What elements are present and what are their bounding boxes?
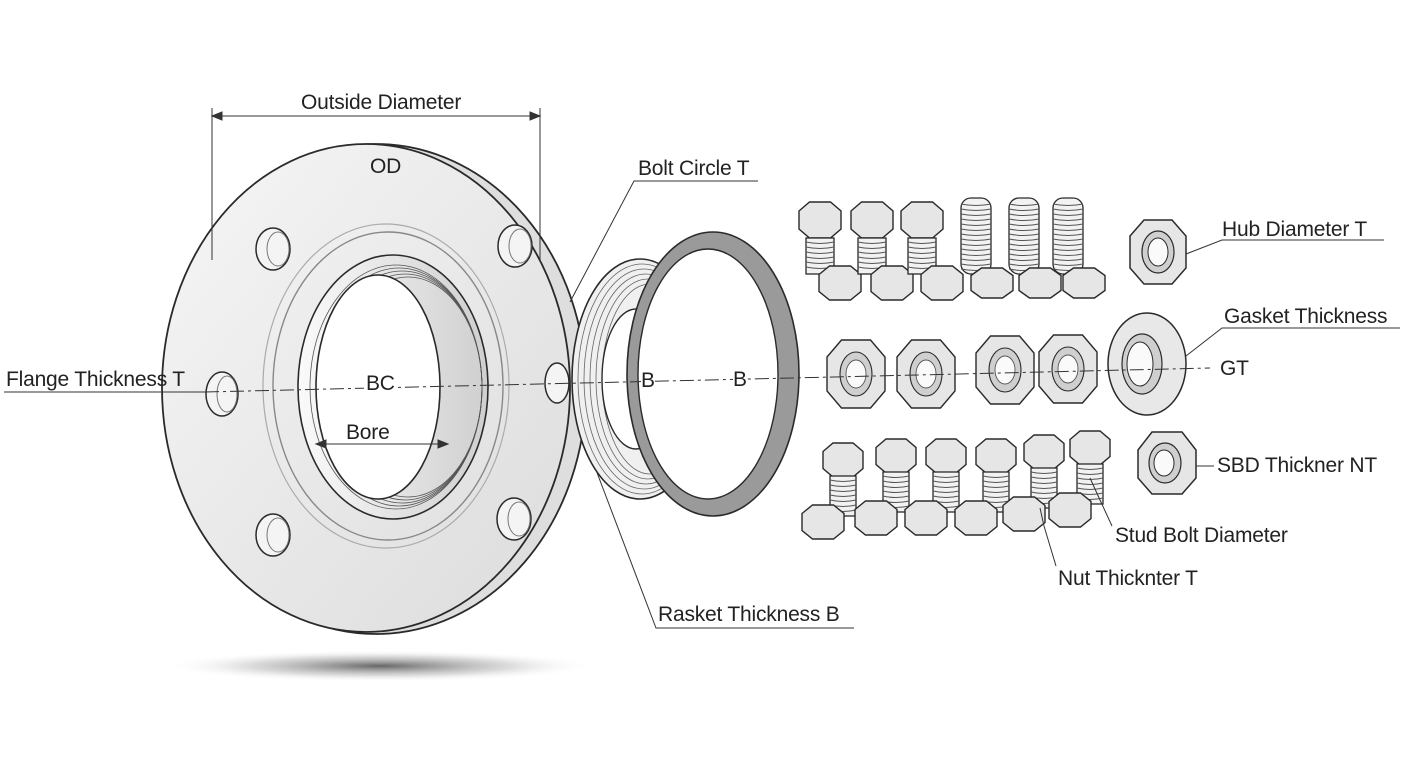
hex-bolt bbox=[1052, 197, 1106, 299]
hex-bolt bbox=[900, 201, 964, 301]
bolt-circle-label: Bolt Circle T bbox=[638, 157, 750, 180]
bc-label: BC bbox=[364, 372, 397, 395]
top-row-bolts bbox=[798, 197, 1106, 301]
stud-bolt bbox=[801, 442, 864, 540]
sbd-nut bbox=[1137, 431, 1197, 495]
stud-bolt bbox=[1002, 434, 1065, 532]
stud-bolt bbox=[954, 438, 1017, 536]
hex-bolt bbox=[960, 197, 1014, 299]
middle-row-nuts bbox=[826, 334, 1098, 409]
hex-nut bbox=[975, 335, 1035, 405]
gt-label: GT bbox=[1220, 357, 1249, 380]
gasket-ring bbox=[626, 231, 800, 517]
od-label: OD bbox=[370, 155, 402, 178]
outside-diameter-label: Outside Diameter bbox=[301, 91, 462, 114]
bottom-row-stud-bolts bbox=[801, 430, 1111, 540]
hex-bolt bbox=[1008, 197, 1062, 299]
b-label-right: B bbox=[733, 368, 747, 391]
sbd-thickner-label: SBD Thickner NT bbox=[1217, 454, 1377, 477]
stud-bolt bbox=[904, 438, 967, 536]
gasket-washer bbox=[1107, 312, 1187, 416]
rasket-thickness-label: Rasket Thickness B bbox=[658, 603, 840, 626]
nut-thicknter-label: Nut Thicknter T bbox=[1058, 567, 1198, 590]
flange-shadow bbox=[165, 650, 595, 682]
gasket-thickness-label: Gasket Thickness bbox=[1224, 305, 1388, 328]
bore-label: Bore bbox=[346, 421, 390, 444]
hex-bolt bbox=[798, 201, 862, 301]
b-label-left: B bbox=[641, 369, 655, 392]
hub-nut bbox=[1129, 219, 1187, 285]
stud-bolt bbox=[854, 438, 917, 536]
dimension-lines bbox=[4, 108, 1400, 629]
hex-nut bbox=[826, 339, 886, 409]
flange-thickness-label: Flange Thickness T bbox=[6, 368, 185, 391]
stud-bolt-diameter-label: Stud Bolt Diameter bbox=[1115, 524, 1288, 547]
hex-bolt bbox=[850, 201, 914, 301]
hex-nut bbox=[896, 339, 956, 409]
hub-diameter-label: Hub Diameter T bbox=[1222, 218, 1368, 241]
hex-nut bbox=[1038, 334, 1098, 404]
